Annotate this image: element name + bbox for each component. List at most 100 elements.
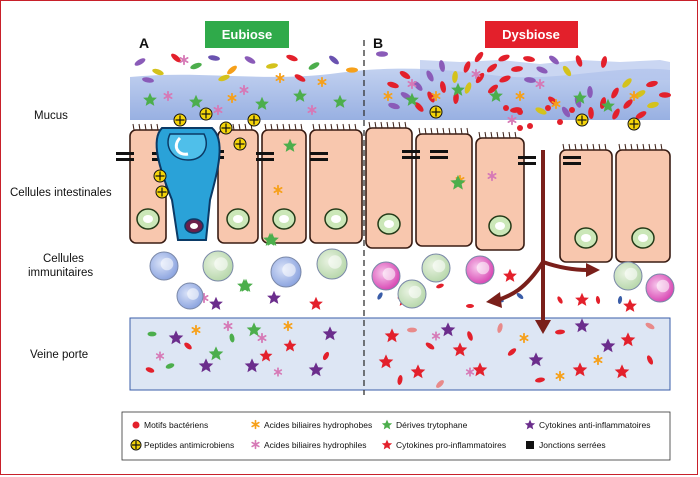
microvillus <box>478 131 481 139</box>
immune-cell-granule <box>187 288 199 300</box>
tight-junction <box>256 158 274 161</box>
bacterium <box>436 283 444 289</box>
epithelial-cell <box>261 123 307 244</box>
immune-cell <box>176 282 204 310</box>
nucleolus <box>384 220 394 228</box>
label-mucus: Mucus <box>34 110 68 122</box>
microvillus <box>330 123 333 131</box>
immune-cell-granule <box>160 257 174 271</box>
bacterium <box>645 322 655 330</box>
antimicrobial-peptide <box>627 117 641 131</box>
microvillus <box>562 143 565 151</box>
bacterium <box>407 327 417 333</box>
bacterium <box>171 53 181 63</box>
microvillus <box>374 121 377 129</box>
bacterium <box>165 363 175 369</box>
microvillus <box>324 123 327 131</box>
bacterium <box>436 380 444 388</box>
bacterium <box>474 51 484 63</box>
microvillus <box>132 123 135 131</box>
immune-cell <box>270 256 302 288</box>
bacterium <box>229 333 235 343</box>
immune-cell <box>613 261 643 291</box>
bacterium <box>266 63 278 69</box>
microvillus <box>436 127 439 135</box>
bacterium <box>190 62 202 70</box>
nucleolus <box>581 234 591 242</box>
bacterium <box>346 67 358 73</box>
tight-junction <box>563 156 581 159</box>
microvillus <box>648 143 651 151</box>
dysbiose-title: Dysbiose <box>502 27 560 42</box>
legend-label: Dérives trytophane <box>396 420 468 430</box>
pro-inflammatory-cytokine <box>503 268 517 282</box>
bacterium <box>516 293 524 299</box>
bacterium <box>147 331 157 337</box>
bacterium <box>587 86 593 98</box>
microvillus <box>282 123 285 131</box>
translocation-arrowheads <box>486 263 600 334</box>
microvillus <box>442 127 445 135</box>
epithelial-cell <box>559 143 613 263</box>
bacterial-motif <box>503 105 509 111</box>
bacterium <box>622 78 632 88</box>
legend-label: Motifs bactériens <box>144 420 208 430</box>
immune-cell-granule <box>282 263 296 277</box>
immune-cell <box>645 273 675 303</box>
bacterium <box>414 102 424 112</box>
label-immune-cells-2: immunitaires <box>28 267 93 279</box>
epithelial-cell <box>615 143 671 263</box>
immune-cell <box>202 250 234 282</box>
microvillus <box>424 127 427 135</box>
microvillus <box>460 127 463 135</box>
dysbiose-badge: Dysbiose <box>485 21 578 48</box>
molecule-particles <box>134 51 671 388</box>
microvillus <box>300 123 303 131</box>
bacterium <box>294 74 306 82</box>
bacterium <box>535 377 545 383</box>
bacterium <box>308 62 320 70</box>
bacterium <box>617 296 623 304</box>
microvillus <box>270 123 273 131</box>
microvillus <box>454 127 457 135</box>
microvillus <box>312 123 315 131</box>
immune-cell-granule <box>624 267 638 281</box>
microvillus <box>430 127 433 135</box>
tight-junction <box>518 162 536 165</box>
microvillus <box>138 123 141 131</box>
microvillus <box>336 123 339 131</box>
microvillus <box>502 131 505 139</box>
microvillus <box>514 131 517 139</box>
bacterial-motif <box>557 119 563 125</box>
bacterium <box>426 70 434 82</box>
bacterium <box>600 56 608 68</box>
tight-junction <box>310 152 328 155</box>
tight-junction <box>518 156 536 159</box>
bacterium <box>595 296 601 304</box>
bacterium <box>463 61 471 73</box>
immune-cell-granule <box>432 259 446 273</box>
legend-item-hydrophobic: Acides biliaires hydrophobes <box>251 419 372 430</box>
antimicrobial-peptide <box>429 105 443 119</box>
bacterium <box>635 111 647 119</box>
tight-junction <box>430 156 448 159</box>
legend-item-hydrophilic: Acides biliaires hydrophiles <box>251 439 367 450</box>
pro-inflammatory-cytokine <box>575 292 589 306</box>
legend-label: Acides biliaires hydrophiles <box>264 440 367 450</box>
anti-inflammatory-cytokine <box>267 290 281 304</box>
microvillus <box>264 123 267 131</box>
tight-junction <box>116 152 134 155</box>
legend-item-motifs: Motifs bactériens <box>132 420 208 430</box>
immune-cells <box>149 248 675 310</box>
bacterium <box>145 367 155 373</box>
translocation-arrows <box>497 150 589 322</box>
bacterium <box>399 70 411 80</box>
bacterium <box>440 81 446 93</box>
bacterial-motif <box>545 105 551 111</box>
bacterium <box>464 82 472 94</box>
microvillus <box>404 121 407 129</box>
bacterium <box>387 81 399 89</box>
bacterium <box>535 107 547 115</box>
bacterium <box>184 342 192 350</box>
microvillus <box>624 143 627 151</box>
